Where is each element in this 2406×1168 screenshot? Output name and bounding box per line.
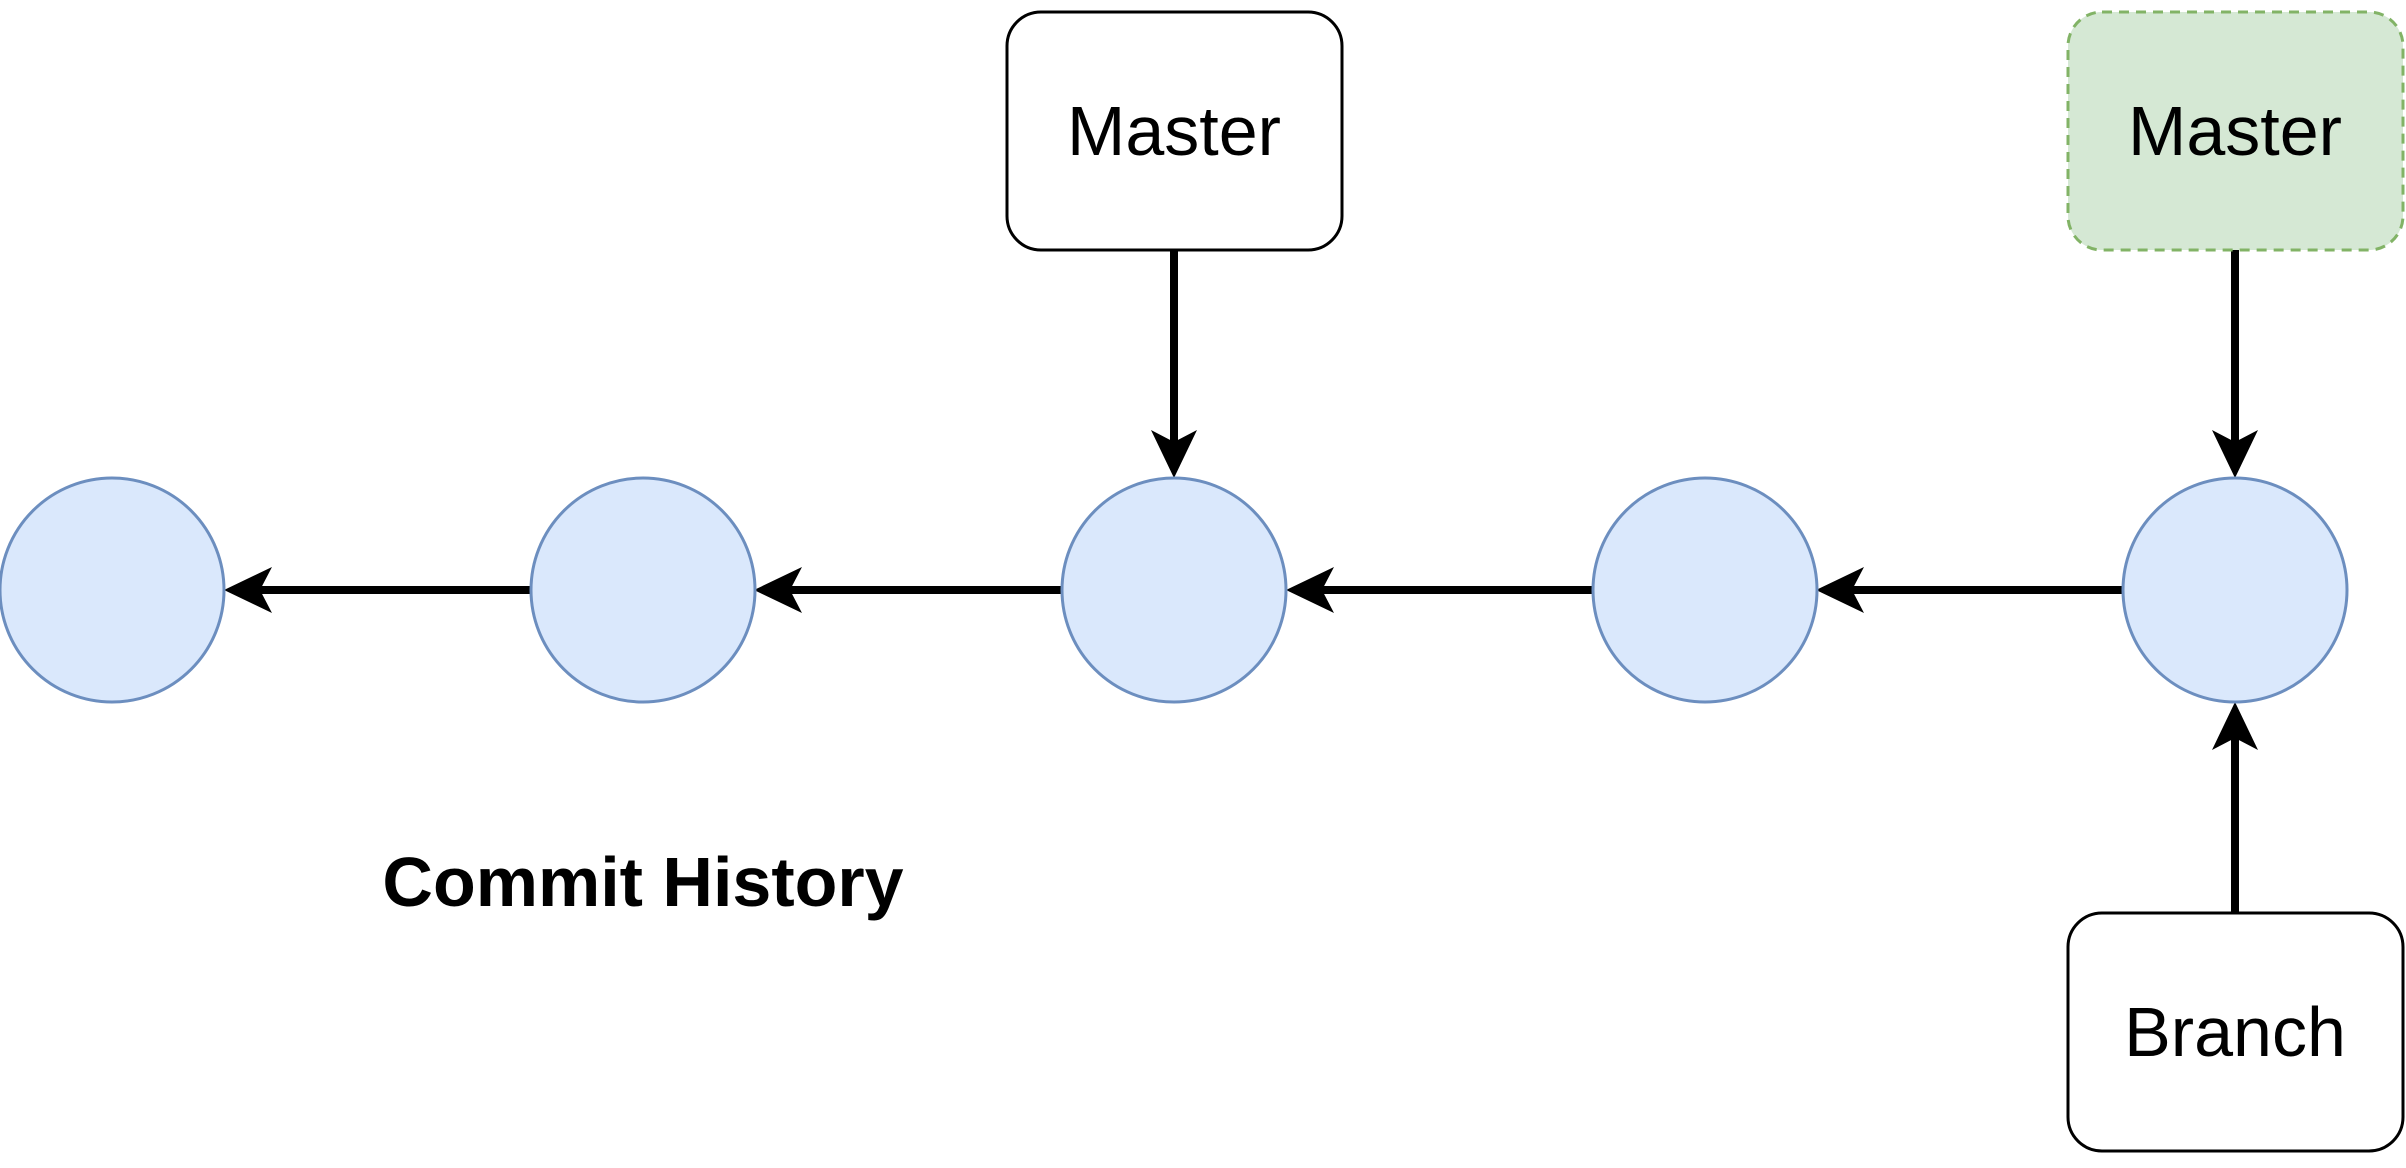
branch-ref: Branch: [2066, 911, 2405, 1153]
commit-node-2: [529, 476, 757, 704]
edge-commit3-commit2: [754, 567, 1062, 613]
commit-node-4: [1591, 476, 1819, 704]
commit-history-caption: Commit History: [382, 843, 903, 921]
master-ref-new: Master: [2066, 10, 2405, 252]
master-ref-old-label: Master: [1067, 92, 1281, 170]
edge-commit2-commit1: [224, 567, 531, 613]
edge-commit4-commit3: [1286, 567, 1593, 613]
edge-master-old-to-commit3: [1151, 250, 1197, 478]
master-ref-old: Master: [1005, 10, 1344, 252]
commit-node-3: [1060, 476, 1288, 704]
commit-node-5: [2121, 476, 2349, 704]
commit-node-1: [0, 476, 226, 704]
branch-ref-label: Branch: [2124, 993, 2346, 1071]
edge-commit5-commit4: [1816, 567, 2124, 613]
master-ref-new-label: Master: [2128, 92, 2342, 170]
edge-branch-to-commit5: [2212, 702, 2258, 912]
edge-master-new-to-commit5: [2212, 250, 2258, 478]
